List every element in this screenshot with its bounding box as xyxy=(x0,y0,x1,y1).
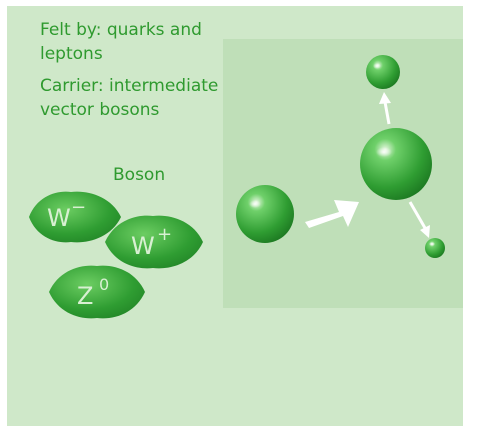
diagram-panel: Felt by: quarks and leptons Carrier: int… xyxy=(7,6,463,426)
carrier-text: Carrier: intermediate vector bosons xyxy=(40,74,218,122)
small-particle xyxy=(425,238,445,258)
boson-label: Boson xyxy=(113,165,166,185)
down-arrow xyxy=(408,201,430,238)
w-minus-sup: − xyxy=(71,197,86,218)
w-plus-letter: W xyxy=(131,232,155,260)
boson-w-minus: W − xyxy=(29,191,121,243)
z-zero-sup: 0 xyxy=(99,275,109,294)
top-particle xyxy=(366,55,400,89)
up-arrow xyxy=(379,92,391,125)
carrier-line-1: Carrier: intermediate xyxy=(40,76,219,96)
felt-by-text: Felt by: quarks and leptons xyxy=(40,18,202,66)
interaction-arrow xyxy=(305,200,359,228)
felt-by-line-2: leptons xyxy=(40,44,103,64)
felt-by-line-1: Felt by: quarks and xyxy=(40,20,202,40)
w-minus-letter: W xyxy=(47,204,71,232)
incoming-particle xyxy=(236,185,294,243)
w-plus-sup: + xyxy=(157,224,172,245)
central-particle xyxy=(360,128,432,200)
diagram-graphics: W − W + Z 0 xyxy=(29,55,445,319)
z-zero-letter: Z xyxy=(77,282,93,310)
boson-z-zero: Z 0 xyxy=(49,265,145,319)
boson-w-plus: W + xyxy=(105,215,203,269)
carrier-line-2: vector bosons xyxy=(40,100,160,120)
